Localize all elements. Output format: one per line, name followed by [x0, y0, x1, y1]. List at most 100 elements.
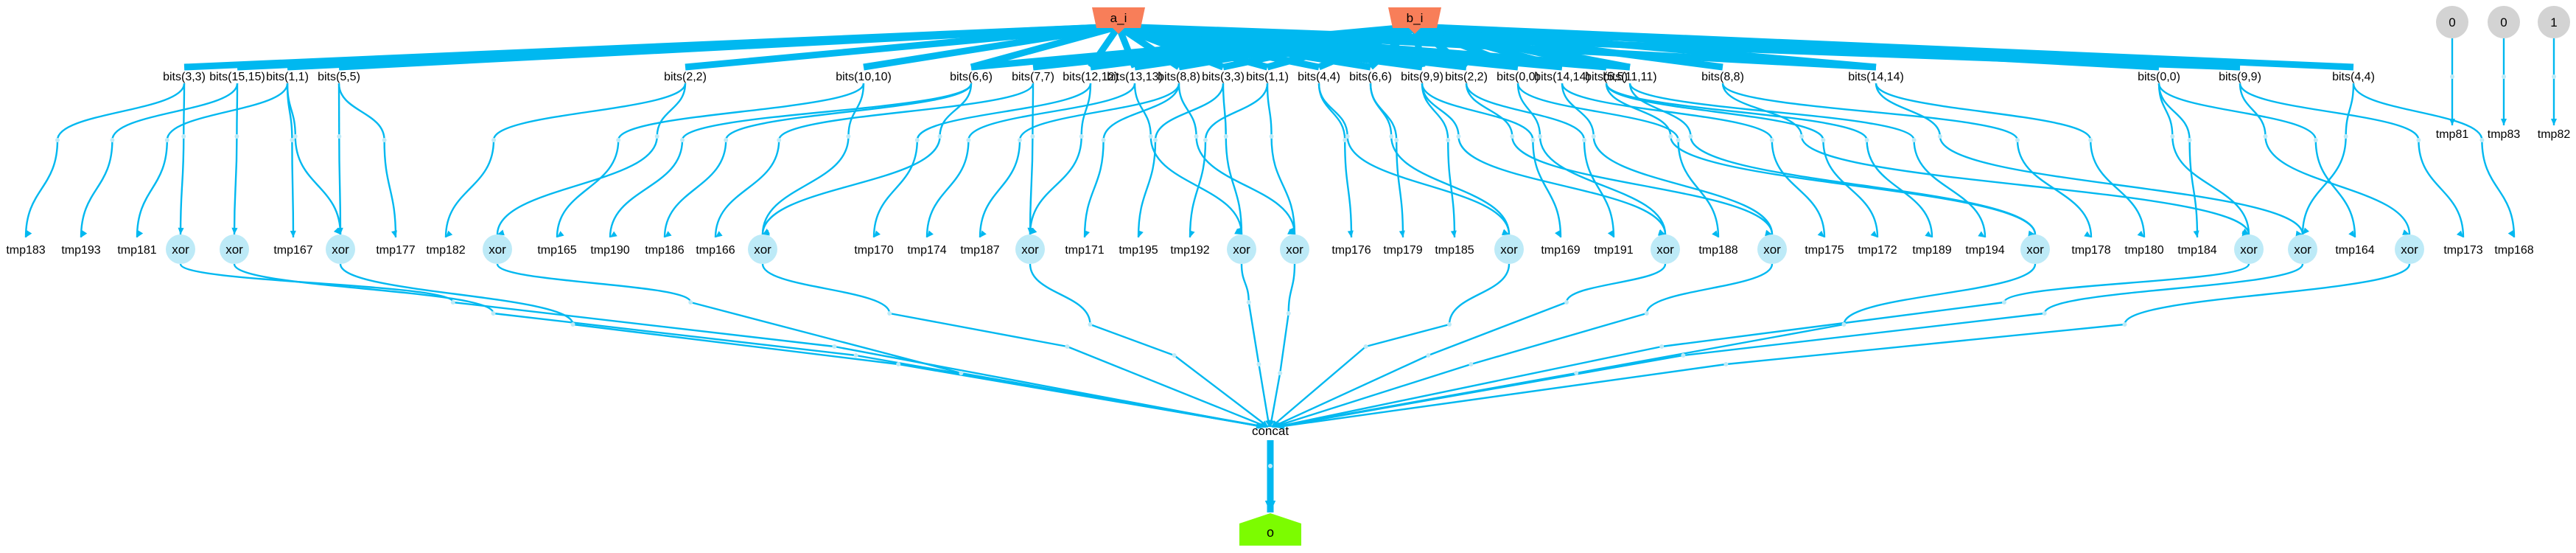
arrowhead — [81, 230, 88, 237]
xor-label: xor — [1656, 243, 1674, 257]
edge — [925, 139, 970, 238]
tmp-label: tmp168 — [2494, 244, 2533, 257]
edge — [1875, 83, 2092, 141]
arrowhead — [137, 230, 144, 237]
junction-dot — [491, 138, 496, 142]
arrowhead — [2456, 230, 2463, 237]
slice-label: bits(7,7) — [1012, 71, 1054, 83]
edge — [338, 23, 1119, 71]
slice-label: bits(6,6) — [950, 71, 993, 83]
junction-dot — [2416, 138, 2421, 142]
edge — [556, 139, 620, 238]
edge — [1448, 263, 1511, 325]
junction-dot — [853, 353, 858, 358]
xor-label: xor — [1286, 243, 1303, 257]
edge — [1605, 83, 1868, 141]
edge — [863, 23, 1119, 71]
slice-label: bits(14,14) — [1848, 71, 1904, 83]
output-node — [1239, 513, 1301, 546]
junction-dot — [1469, 362, 1474, 366]
tmp-label: tmp166 — [696, 244, 735, 257]
junction-dot — [1223, 134, 1228, 139]
edge — [338, 136, 342, 235]
input-node-b — [1388, 7, 1441, 34]
junction-dot — [1688, 134, 1693, 139]
junction-dot — [1574, 371, 1579, 375]
arrowhead — [1189, 230, 1195, 237]
junction-dot — [1644, 311, 1649, 316]
slice-label: bits(6,6) — [1349, 71, 1392, 83]
edge — [1411, 26, 1426, 68]
edge — [56, 83, 186, 141]
edge — [1317, 23, 1416, 71]
arrowhead — [1084, 230, 1091, 237]
junction-dot — [1256, 362, 1261, 366]
slice-label: bits(4,4) — [2332, 71, 2375, 83]
edge — [778, 83, 1035, 141]
junction-dot — [1668, 134, 1673, 139]
edge — [1149, 136, 1243, 235]
slice-label: bits(12,12) — [1063, 71, 1119, 83]
arrowhead — [290, 230, 296, 237]
edge — [1266, 83, 1273, 137]
tmp-label: tmp181 — [117, 244, 156, 257]
const-tmp-label: tmp81 — [2436, 128, 2469, 141]
junction-dot — [1510, 134, 1515, 139]
junction-dot — [290, 138, 295, 142]
xor-node — [1651, 234, 1680, 264]
arrowhead — [1268, 420, 1275, 427]
junction-dot — [2088, 138, 2093, 142]
edge — [1029, 136, 1034, 235]
edge — [2157, 83, 2317, 141]
edge — [383, 139, 397, 238]
arrowhead — [333, 227, 340, 234]
edge — [1225, 136, 1243, 235]
junction-dot — [2122, 322, 2127, 327]
arrowhead — [610, 231, 617, 237]
xor-label: xor — [2026, 243, 2044, 257]
junction-dot — [2015, 138, 2020, 142]
junction-dot — [1345, 134, 1350, 139]
arrowhead — [1264, 501, 1276, 512]
slice-label: bits(2,2) — [1445, 71, 1488, 83]
junction-dot — [1148, 134, 1153, 139]
junction-dot — [1389, 134, 1394, 139]
arrowhead — [1278, 422, 1285, 429]
arrowhead — [2550, 119, 2558, 125]
edge — [1195, 136, 1296, 235]
edge — [1365, 323, 1450, 348]
junction-dot — [2313, 138, 2318, 142]
junction-dot — [1681, 353, 1686, 358]
edge — [1369, 83, 1398, 141]
const-tmp-label: tmp82 — [2538, 128, 2571, 141]
edge — [291, 139, 295, 238]
edges-layer — [24, 23, 2558, 512]
arrowhead — [26, 230, 32, 237]
arrowhead — [2028, 230, 2035, 237]
junction-dot — [1447, 322, 1452, 327]
edge — [452, 301, 835, 348]
junction-dot — [181, 134, 186, 139]
edge — [2481, 139, 2516, 238]
edge — [2124, 263, 2411, 325]
arrowhead — [1870, 230, 1877, 237]
edge — [1414, 23, 2354, 71]
edge — [761, 136, 850, 235]
edge — [2043, 263, 2304, 314]
xor-node — [1757, 234, 1787, 264]
edge — [166, 83, 289, 141]
junction-dot — [688, 300, 693, 305]
concat-label: concat — [1252, 424, 1289, 438]
arrowhead — [337, 227, 343, 234]
arrowhead — [1817, 230, 1824, 237]
tmp-label: tmp194 — [1965, 244, 2004, 257]
tmp-label: tmp171 — [1065, 244, 1104, 257]
edge — [1465, 83, 1513, 137]
edge — [1090, 23, 1415, 71]
edge — [2418, 139, 2465, 238]
arrowhead — [1234, 229, 1242, 234]
junction-dot — [1591, 134, 1596, 139]
edge — [1222, 83, 1227, 137]
edge — [136, 139, 168, 238]
edge — [1939, 136, 2304, 235]
